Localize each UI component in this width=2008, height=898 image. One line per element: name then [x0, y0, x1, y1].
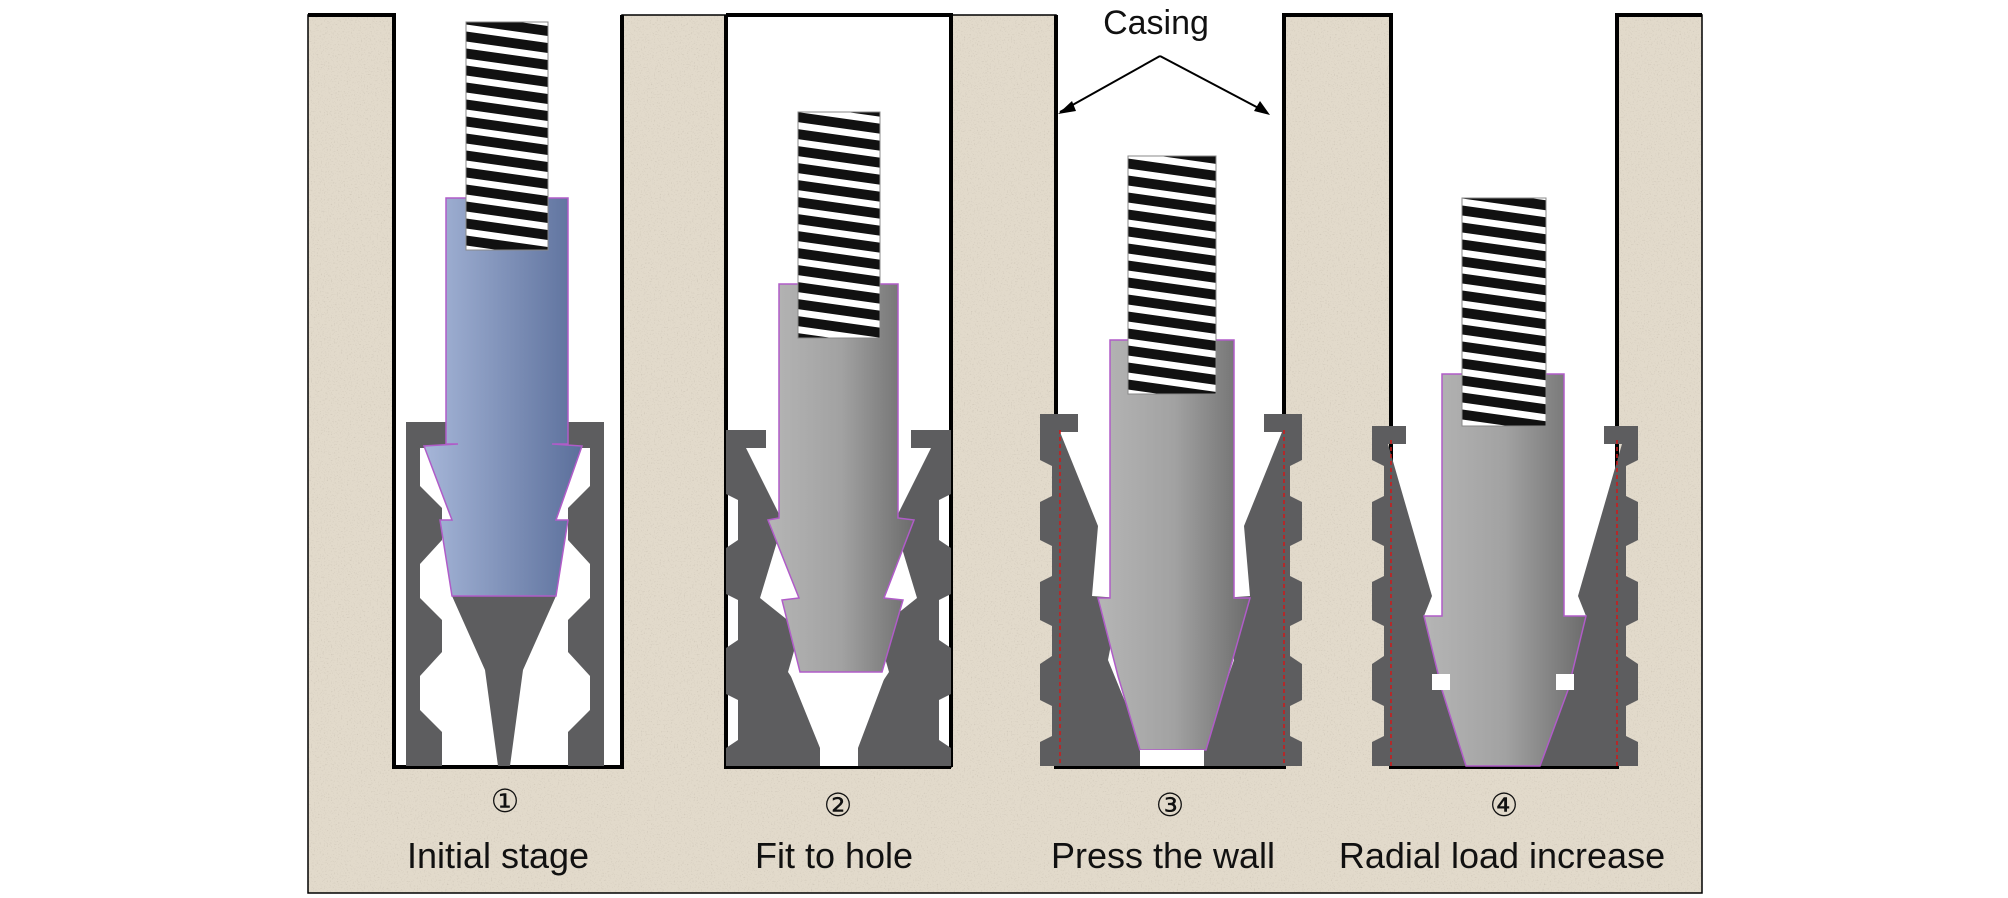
stage-3-caption: Press the wall: [1051, 835, 1275, 876]
threaded-rod: [798, 112, 880, 338]
casing-annotation: Casing: [1058, 4, 1270, 115]
top-gap: [1617, 0, 1702, 15]
casing-arrow-left: [1059, 55, 1161, 113]
threaded-rod: [1462, 198, 1546, 426]
casing-wall-outline: [308, 13, 1702, 769]
casing-arrowhead-left: [1058, 101, 1076, 114]
bolt: [1423, 373, 1587, 767]
bolt: [422, 197, 584, 597]
casing-arrowhead-right: [1254, 101, 1270, 115]
wedge-sleeve: [1040, 414, 1144, 766]
bolt-gap-left: [1432, 674, 1450, 690]
stage-2-number: ②: [824, 786, 853, 824]
wedge-sleeve: [726, 430, 820, 766]
stage-3-number: ③: [1156, 786, 1185, 824]
bolt: [766, 283, 916, 673]
stage-2-anchor: [726, 111, 951, 766]
threaded-rod: [466, 22, 548, 250]
wedge-sleeve-right: [1204, 414, 1302, 766]
casing-label: Casing: [1103, 4, 1209, 42]
threaded-rod: [1128, 156, 1216, 394]
stage-4-anchor: [1372, 197, 1638, 767]
wedge-sleeve-right: [857, 430, 951, 766]
bolt-tip-gap: [1140, 750, 1204, 766]
bolt-tip-gap: [790, 674, 886, 766]
wedge-sleeve-right: [1540, 426, 1638, 766]
bolt: [1097, 339, 1251, 751]
casing-arrow-right: [1159, 55, 1267, 113]
stage-3-anchor: [1040, 155, 1302, 766]
stage-1-caption: Initial stage: [407, 835, 589, 876]
stage-labels: ① Initial stage ② Fit to hole ③ Press th…: [407, 782, 1665, 876]
bolt-gap-right: [1556, 674, 1574, 690]
stage-1-anchor: [406, 21, 604, 766]
stage-4-caption: Radial load increase: [1339, 835, 1665, 876]
stage-4-number: ④: [1490, 786, 1519, 824]
stage-1-number: ①: [491, 782, 520, 820]
stage-2-caption: Fit to hole: [755, 835, 913, 876]
